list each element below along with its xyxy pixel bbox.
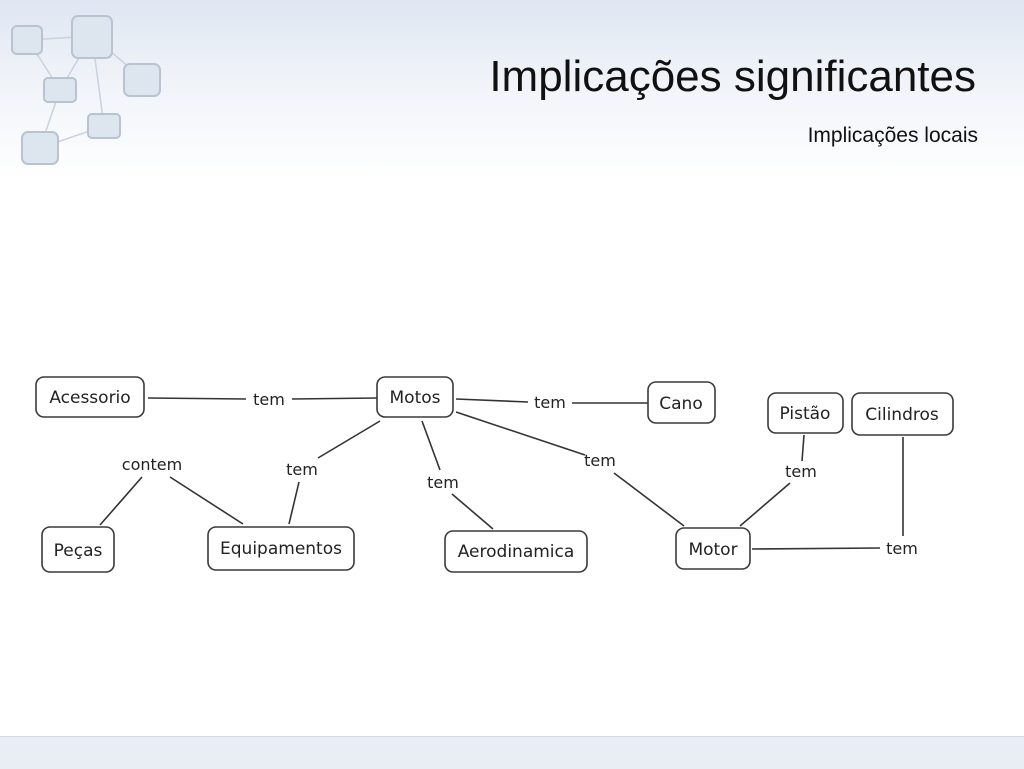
- edge-pistao-tem: [801, 434, 805, 462]
- edge-motos-tem-aerodinamica: [421, 420, 441, 471]
- slide-subtitle: Implicações locais: [807, 124, 978, 147]
- concept-cano[interactable]: Cano: [647, 381, 716, 424]
- concept-label: Aerodinamica: [458, 542, 575, 562]
- edge-tem-motor-pistao: [739, 482, 791, 527]
- slide-title: Implicações significantes: [489, 52, 976, 101]
- edges: [99, 397, 904, 550]
- edge-motos-tem-cano: [455, 398, 529, 403]
- concept-motos[interactable]: Motos: [376, 376, 454, 418]
- concept-label: Cano: [659, 394, 702, 414]
- edge-tem-equipamentos: [288, 481, 300, 525]
- link-label-motos-motor: tem: [584, 451, 616, 470]
- link-label-motor-pistao: tem: [785, 462, 817, 481]
- concept-label: Equipamentos: [220, 539, 342, 559]
- concept-label: Pistão: [780, 404, 831, 424]
- concept-aerodinamica[interactable]: Aerodinamica: [444, 530, 588, 573]
- link-label-acessorio-motos: tem: [253, 390, 285, 409]
- concept-pecas[interactable]: Peças: [41, 526, 115, 573]
- edge-contem-pecas: [99, 476, 143, 526]
- edge-motos-tem-motor: [455, 411, 586, 456]
- link-label-pecas-equipamentos: contem: [122, 455, 182, 474]
- edge-contem-equipamentos: [169, 476, 244, 525]
- edge-motor-tem-cilindros: [751, 547, 881, 550]
- concept-label: Motos: [390, 388, 441, 408]
- concept-label: Motor: [688, 540, 737, 560]
- edge-acessorio-tem: [147, 397, 247, 400]
- header-band: [0, 0, 1024, 180]
- concept-acessorio[interactable]: Acessorio: [35, 376, 145, 418]
- decorative-network-graphic: [11, 15, 161, 165]
- concept-motor[interactable]: Motor: [675, 527, 751, 570]
- link-label-motos-equipamentos: tem: [286, 460, 318, 479]
- edge-tem-motos: [291, 397, 378, 400]
- footer-band: [0, 736, 1024, 769]
- concept-label: Cilindros: [865, 405, 939, 425]
- concept-equipamentos[interactable]: Equipamentos: [207, 526, 355, 571]
- link-label-motos-cano: tem: [534, 393, 566, 412]
- link-label-motor-cilindros: tem: [886, 539, 918, 558]
- concept-label: Peças: [54, 541, 103, 561]
- concept-label: Acessorio: [49, 388, 130, 408]
- link-label-motos-aerodinamica: tem: [427, 473, 459, 492]
- concept-pistao[interactable]: Pistão: [767, 392, 844, 434]
- edge-tem-motor: [613, 472, 685, 527]
- edge-tem-aerodinamica: [451, 493, 494, 530]
- concept-cilindros[interactable]: Cilindros: [851, 392, 954, 436]
- edge-motos-tem-equipamentos: [317, 420, 381, 459]
